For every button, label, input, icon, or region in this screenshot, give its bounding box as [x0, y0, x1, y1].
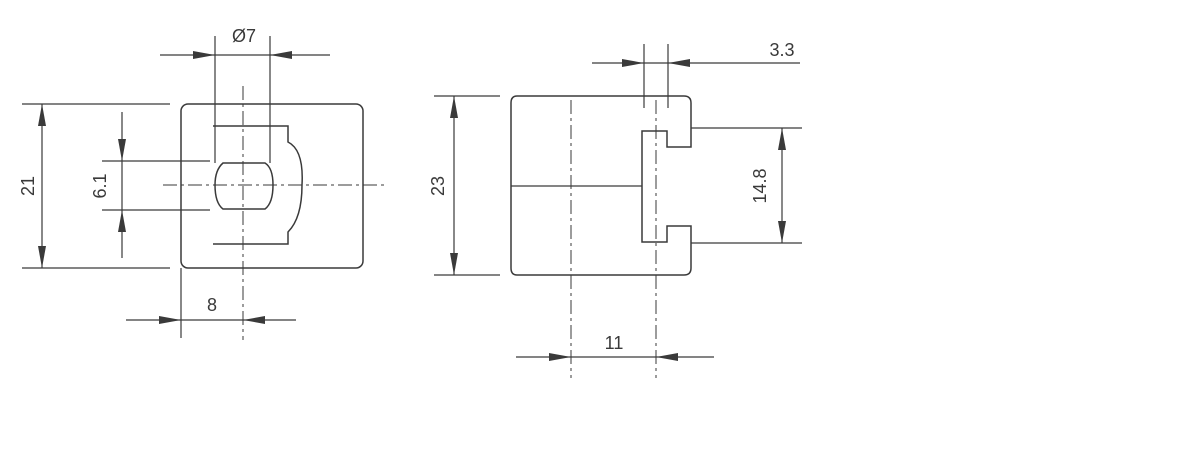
- dim-front-height: 21: [18, 103, 170, 269]
- side-body-outline: [510, 95, 692, 276]
- dim-label-side-slot-span: 14.8: [750, 168, 770, 203]
- arrowhead: [450, 96, 458, 118]
- dim-label-diameter: Ø7: [232, 26, 256, 46]
- dim-side-height: 23: [428, 95, 500, 276]
- arrowhead: [656, 353, 678, 361]
- arrowhead: [778, 128, 786, 150]
- dim-side-slot-span: 14.8: [691, 127, 802, 244]
- arrowhead: [668, 59, 690, 67]
- arrowhead: [159, 316, 181, 324]
- front-body-outline: [180, 103, 364, 269]
- dim-diameter: Ø7: [160, 26, 330, 163]
- arrowhead: [243, 316, 265, 324]
- dim-label-front-slot-height: 6.1: [90, 173, 110, 198]
- front-bore: [214, 162, 274, 210]
- arrowhead: [778, 221, 786, 243]
- dim-label-front-offset: 8: [207, 295, 217, 315]
- arrowhead: [622, 59, 644, 67]
- arrowhead: [38, 246, 46, 268]
- dim-label-side-offset: 11: [605, 333, 624, 353]
- arrowhead: [118, 210, 126, 232]
- dim-side-slot-width: 3.3: [592, 40, 800, 108]
- front-view: [163, 86, 385, 340]
- dim-label-front-height: 21: [18, 176, 38, 196]
- dim-side-offset: 11: [516, 333, 714, 361]
- arrowhead: [118, 139, 126, 161]
- arrowhead: [193, 51, 215, 59]
- arrowhead: [549, 353, 571, 361]
- dim-label-side-slot-width: 3.3: [769, 40, 794, 60]
- arrowhead: [450, 253, 458, 275]
- side-view: [510, 95, 692, 378]
- arrowhead: [38, 104, 46, 126]
- dim-front-offset: 8: [126, 268, 296, 338]
- dim-front-slot-height: 6.1: [90, 112, 210, 258]
- arrowhead: [270, 51, 292, 59]
- dim-label-side-height: 23: [428, 176, 448, 196]
